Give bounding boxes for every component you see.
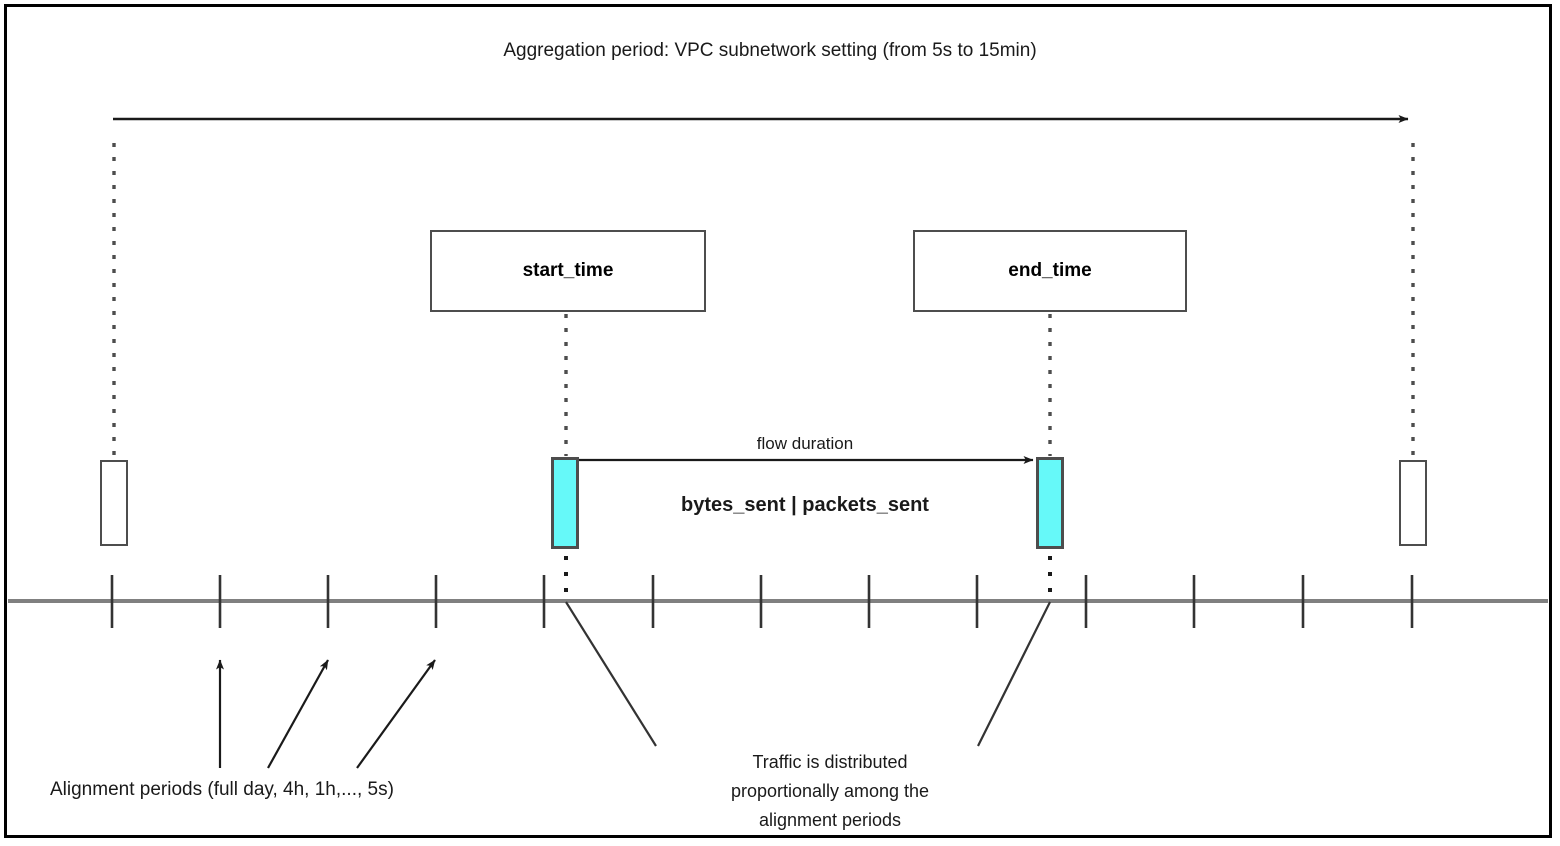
traffic-note-line-3: alignment periods <box>758 810 902 831</box>
traffic-note-line-2: proportionally among the <box>730 781 930 802</box>
diagram-frame <box>4 4 1552 838</box>
aggregation-period-title: Aggregation period: VPC subnetwork setti… <box>503 40 1037 61</box>
end-time-label: end_time <box>1008 260 1092 281</box>
traffic-distribution-note: Traffic is distributed proportionally am… <box>731 748 929 835</box>
start-time-box: start_time <box>430 230 706 312</box>
flow-start-marker <box>551 457 579 549</box>
flow-metrics-label: bytes_sent | packets_sent <box>681 494 929 516</box>
alignment-periods-label: Alignment periods (full day, 4h, 1h,...,… <box>50 779 394 800</box>
traffic-note-line-1: Traffic is distributed <box>752 752 908 772</box>
start-time-label: start_time <box>522 260 614 281</box>
aggregation-end-marker <box>1399 460 1427 546</box>
aggregation-start-marker <box>100 460 128 546</box>
flow-duration-label: flow duration <box>756 434 854 453</box>
flow-end-marker <box>1036 457 1064 549</box>
end-time-box: end_time <box>913 230 1187 312</box>
